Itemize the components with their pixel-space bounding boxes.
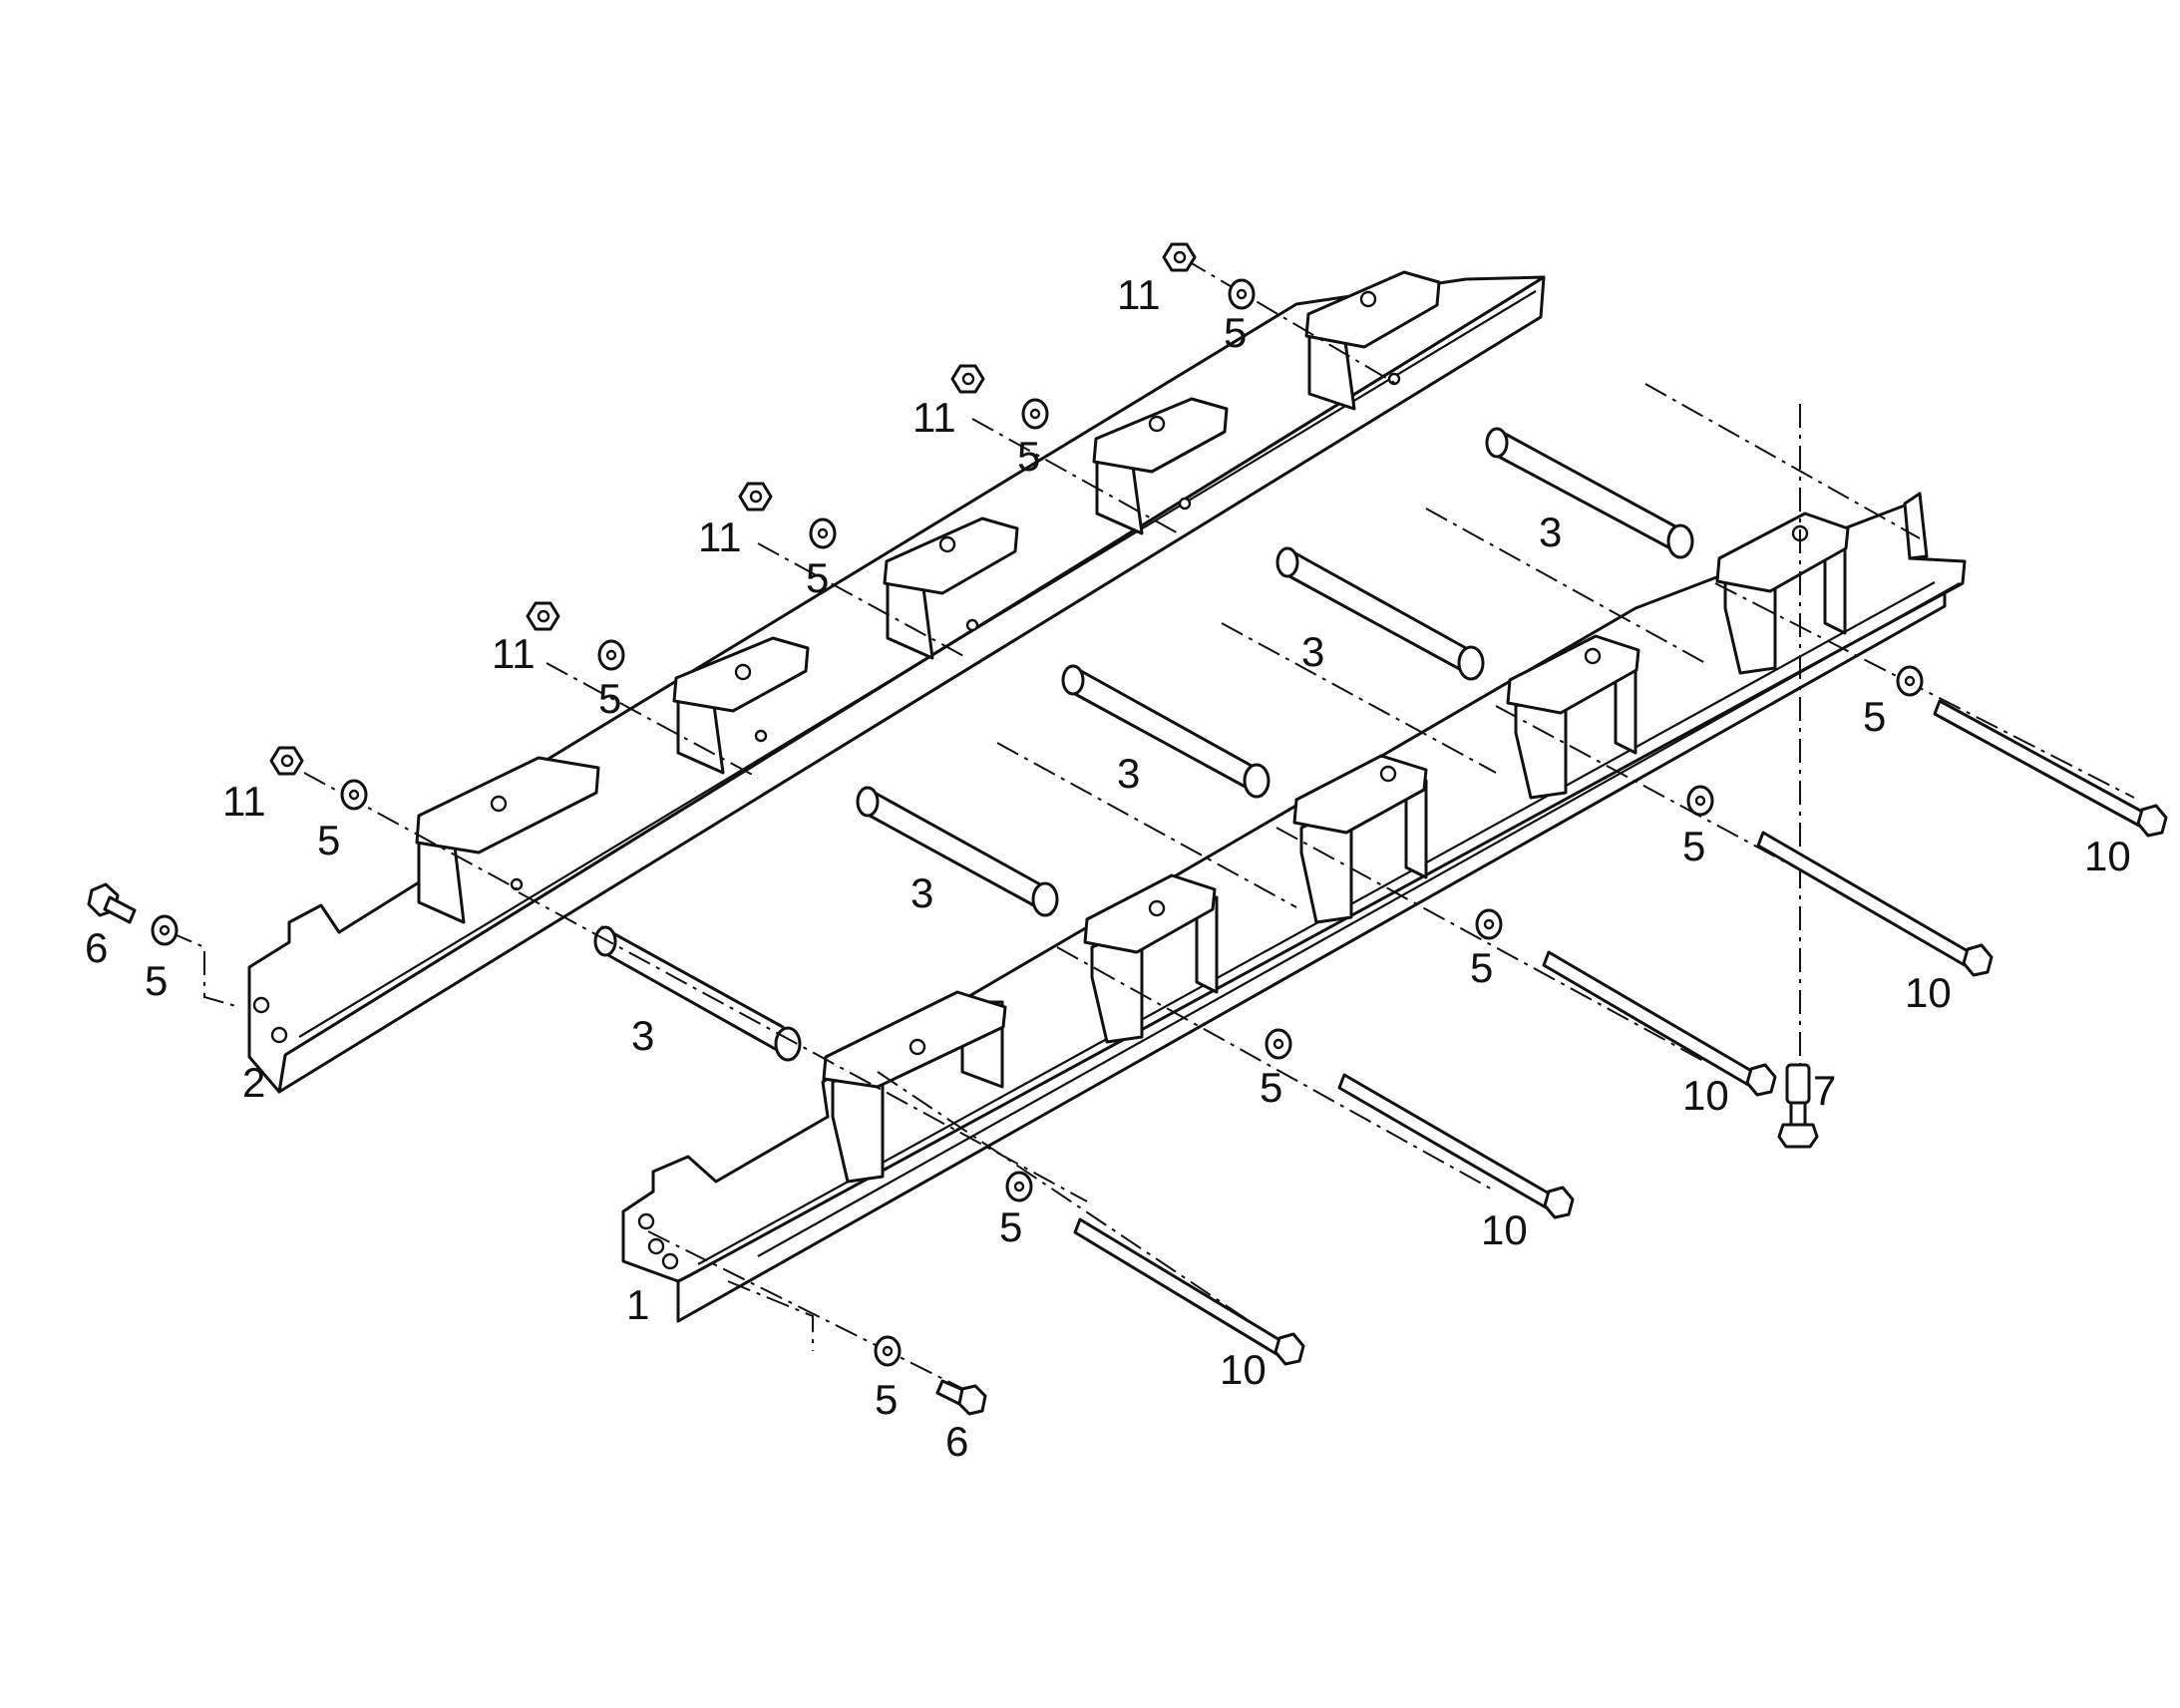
callout-5: 5 xyxy=(145,957,168,1004)
washer-icon xyxy=(809,517,837,549)
spacer-tubes-part-3 xyxy=(593,427,1694,1062)
nuts-part-11 xyxy=(269,242,1197,776)
callout-5: 5 xyxy=(1682,823,1705,869)
bolt-icon xyxy=(87,882,137,924)
callout-6: 6 xyxy=(85,924,108,971)
long-bolts-part-10 xyxy=(1073,699,2168,1366)
washer-icon xyxy=(597,639,625,671)
nut-icon xyxy=(950,364,985,394)
washer-icon xyxy=(1021,398,1049,430)
washer-icon xyxy=(1686,785,1714,817)
callout-5: 5 xyxy=(1017,433,1040,480)
nut-icon xyxy=(1162,242,1197,272)
callout-5: 5 xyxy=(806,554,829,601)
rear-bracket-3 xyxy=(883,516,1019,660)
callout-5: 5 xyxy=(598,675,621,722)
callout-5: 5 xyxy=(875,1376,898,1423)
rear-rail-part-2 xyxy=(247,275,1546,1094)
front-bracket-5 xyxy=(1715,512,1850,675)
spacer-tube-1 xyxy=(593,925,802,1062)
assembly-axes xyxy=(169,258,2135,1397)
callout-3: 3 xyxy=(631,1012,654,1059)
front-bracket-1 xyxy=(822,990,1007,1184)
callout-11: 11 xyxy=(222,778,266,825)
callout-10: 10 xyxy=(2084,833,2131,879)
washer-icon xyxy=(1265,1028,1292,1060)
callout-3: 3 xyxy=(910,869,933,916)
spacer-tube-4 xyxy=(1275,546,1485,681)
long-bolt-icon xyxy=(1337,1073,1575,1219)
callout-2: 2 xyxy=(242,1059,265,1106)
callout-10: 10 xyxy=(1905,969,1952,1016)
callout-5: 5 xyxy=(999,1203,1022,1250)
callout-5: 5 xyxy=(317,817,340,863)
callout-5: 5 xyxy=(1470,944,1493,991)
washer-icon xyxy=(340,779,368,811)
spacer-tube-2 xyxy=(856,786,1059,917)
callout-11: 11 xyxy=(492,630,536,677)
washer-icon xyxy=(1896,665,1924,697)
callout-1: 1 xyxy=(626,1281,649,1328)
washer-icon xyxy=(1228,278,1256,310)
front-rail-brackets xyxy=(822,512,1850,1184)
washer-icon xyxy=(151,914,179,946)
vertical-bolt-part-7 xyxy=(1777,1063,1819,1149)
callout-3: 3 xyxy=(1301,628,1324,675)
callout-5: 5 xyxy=(1260,1064,1282,1111)
long-bolt-icon xyxy=(1542,950,1777,1097)
callout-10: 10 xyxy=(1220,1346,1267,1393)
bolt-icon xyxy=(935,1379,987,1416)
callout-10: 10 xyxy=(1481,1206,1528,1253)
front-bracket-3 xyxy=(1292,754,1428,924)
bolts-part-6 xyxy=(87,882,987,1416)
callout-3: 3 xyxy=(1539,509,1562,555)
rear-bracket-4 xyxy=(1092,397,1229,535)
washer-icon xyxy=(1005,1171,1033,1202)
callout-7: 7 xyxy=(1813,1067,1836,1114)
rear-bracket-1 xyxy=(415,756,600,924)
front-bracket-4 xyxy=(1506,634,1640,800)
washers-part-5 xyxy=(151,278,1924,1367)
callout-5: 5 xyxy=(1863,693,1886,740)
washer-icon xyxy=(874,1335,902,1367)
callout-6: 6 xyxy=(945,1418,968,1465)
washer-icon xyxy=(1475,908,1503,940)
long-bolt-icon xyxy=(1933,699,2168,838)
spacer-tube-3 xyxy=(1061,664,1271,799)
nut-icon xyxy=(269,746,304,776)
callout-11: 11 xyxy=(912,394,956,441)
callout-3: 3 xyxy=(1117,750,1140,797)
long-bolt-icon xyxy=(1756,831,1994,977)
callout-11: 11 xyxy=(698,513,742,560)
rear-rail-brackets xyxy=(415,270,1441,924)
long-bolt-icon xyxy=(1073,1217,1305,1366)
front-bracket-2 xyxy=(1083,873,1219,1044)
callout-11: 11 xyxy=(1117,271,1161,318)
nut-icon xyxy=(738,482,773,512)
rear-bracket-2 xyxy=(672,636,810,775)
callout-10: 10 xyxy=(1682,1072,1729,1119)
callout-labels: 11 5 11 5 11 5 11 5 11 5 6 5 2 3 3 3 3 3… xyxy=(85,271,2131,1465)
nut-icon xyxy=(526,601,560,631)
spacer-tube-5 xyxy=(1485,427,1694,559)
callout-5: 5 xyxy=(1224,309,1247,356)
